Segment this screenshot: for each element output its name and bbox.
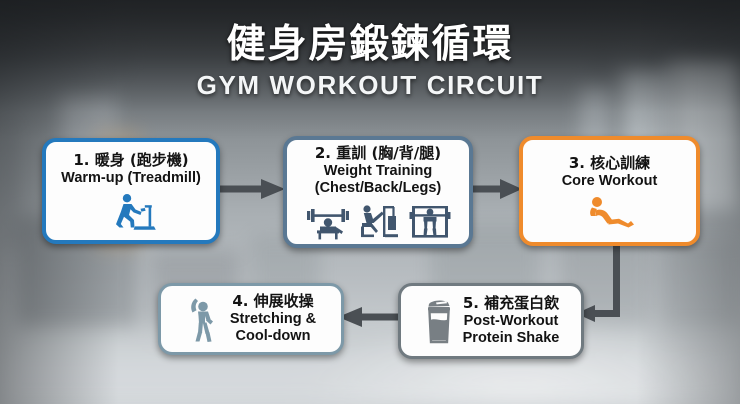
step-2-label-en-line2: (Chest/Back/Legs) <box>314 180 442 197</box>
step-3-core-workout-box[interactable]: 3. 核心訓練 Core Workout <box>519 136 700 246</box>
step-2-label-en-line1: Weight Training <box>323 162 433 179</box>
treadmill-runner-icon <box>116 194 156 231</box>
step-1-warmup-box[interactable]: 1. 暖身 (跑步機) Warm-up (Treadmill) <box>42 138 220 244</box>
sit-up-icon <box>589 197 634 228</box>
step-5-label-zh: 5. 補充蛋白飲 <box>462 293 560 312</box>
step-2-label-zh: 2. 重訓 (胸/背/腿) <box>314 143 442 162</box>
step-5-protein-shake-box[interactable]: 5. 補充蛋白飲 Post-Workout Protein Shake <box>398 283 584 359</box>
step-2-icon-group <box>305 204 451 240</box>
step-4-label-zh: 4. 伸展收操 <box>232 291 314 310</box>
page-title-zh: 健身房鍛鍊循環 <box>226 22 514 67</box>
squat-rack-icon <box>409 206 451 238</box>
stretching-figure-icon <box>191 298 213 342</box>
step-1-icon-group <box>104 193 158 231</box>
arrow-step1-to-step2 <box>219 179 285 199</box>
protein-shaker-icon <box>427 300 450 344</box>
cable-row-machine-icon <box>361 205 398 238</box>
arrow-step2-to-step3 <box>468 179 522 199</box>
step-3-label-en: Core Workout <box>561 172 658 189</box>
step-3-icon-group <box>584 196 636 228</box>
step-4-stretching-box[interactable]: 4. 伸展收操 Stretching & Cool-down <box>158 283 344 355</box>
step-4-label-en-line2: Cool-down <box>235 328 311 345</box>
arrow-step5-to-step4 <box>338 307 404 327</box>
step-2-weight-training-box[interactable]: 2. 重訓 (胸/背/腿) Weight Training (Chest/Bac… <box>283 136 473 248</box>
step-4-label-en-line1: Stretching & <box>229 310 317 327</box>
step-1-label-en: Warm-up (Treadmill) <box>61 169 201 186</box>
step-5-label-en-line2: Protein Shake <box>462 330 560 347</box>
title-block: 健身房鍛鍊循環 GYM WORKOUT CIRCUIT <box>0 24 740 101</box>
bench-press-icon <box>307 209 349 240</box>
step-5-label-en-line1: Post-Workout <box>463 312 559 329</box>
step-3-label-zh: 3. 核心訓練 <box>568 153 651 172</box>
page-title-en: GYM WORKOUT CIRCUIT <box>196 70 544 101</box>
step-1-label-zh: 1. 暖身 (跑步機) <box>73 150 189 169</box>
